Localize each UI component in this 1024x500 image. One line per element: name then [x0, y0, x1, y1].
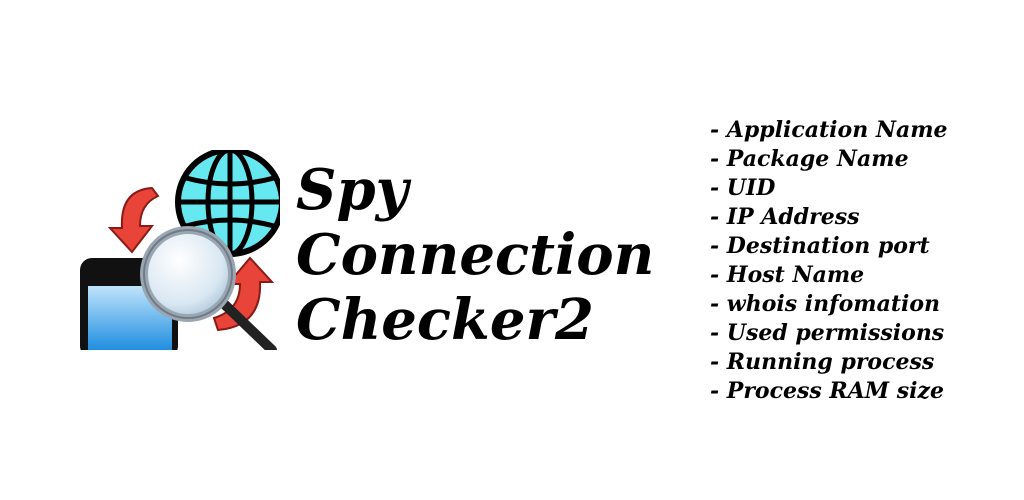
app-title-line-3: Checker2 [296, 287, 594, 353]
feature-list: Application Name Package Name UID IP Add… [710, 116, 948, 406]
app-title: Spy Connection Checker2 [296, 158, 654, 353]
feature-item: Used permissions [710, 319, 947, 348]
feature-item: Application Name [710, 116, 948, 145]
logo-graphic [80, 147, 285, 358]
feature-item: IP Address [710, 203, 947, 232]
feature-item: Running process [710, 348, 947, 377]
feature-item: Package Name [710, 145, 947, 174]
feature-item: Destination port [710, 232, 947, 261]
magnifier-icon [140, 226, 277, 355]
feature-item: Host Name [710, 261, 947, 290]
feature-item: UID [710, 174, 947, 203]
arrow-icon [107, 186, 160, 254]
app-title-line-2: Connection [296, 222, 655, 288]
app-title-line-1: Spy [296, 157, 409, 223]
app-logo [80, 147, 285, 358]
feature-item: whois infomation [710, 290, 947, 319]
feature-item: Process RAM size [710, 377, 947, 406]
